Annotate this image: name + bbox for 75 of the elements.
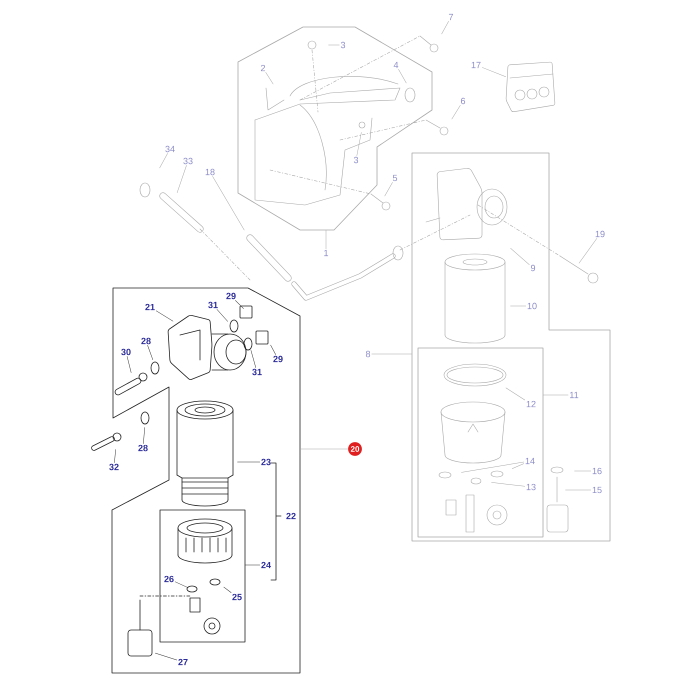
leader-line: [156, 310, 174, 322]
callout-number: 28: [138, 444, 148, 452]
leader-line: [461, 462, 524, 473]
leader-line: [212, 176, 244, 230]
leader-line: [512, 463, 524, 469]
leader-line: [126, 356, 132, 373]
leader-line: [147, 345, 154, 360]
leader-line: [482, 67, 506, 77]
leader-line: [216, 309, 228, 322]
leader-line: [143, 427, 145, 444]
leader-line: [384, 182, 393, 196]
callout-number: 2: [260, 64, 266, 72]
leader-line: [235, 300, 244, 309]
leader-line: [250, 350, 256, 368]
callout-number: 32: [109, 464, 119, 470]
callout-number: 22: [286, 512, 296, 520]
callout-number: 31: [252, 368, 262, 376]
callout-number: 8: [366, 350, 370, 358]
leader-line: [266, 72, 274, 84]
frame: [412, 152, 610, 542]
frame: [418, 348, 544, 538]
callout-number: 6: [460, 98, 466, 104]
callout-number: 1: [324, 250, 328, 256]
callout-number: 21: [145, 304, 155, 310]
callout-number: 29: [226, 292, 236, 300]
frame: [160, 510, 246, 642]
leader-line: [356, 132, 362, 156]
callout-number: 3: [340, 42, 346, 48]
leader-line: [574, 470, 592, 472]
callout-number: 17: [472, 62, 481, 68]
callout-number: 7: [448, 14, 454, 20]
leader-line: [300, 448, 348, 450]
callout-number: 15: [592, 486, 602, 494]
frame: [238, 26, 432, 230]
leader-line: [224, 586, 232, 593]
callout-badge: 20: [348, 442, 362, 456]
callout-number: 16: [592, 468, 602, 474]
callout-number: 10: [528, 302, 537, 310]
leader-line: [328, 44, 340, 46]
leader-line: [244, 564, 260, 566]
callout-number: 24: [261, 562, 271, 568]
callout-number: 13: [526, 484, 536, 490]
callout-number: 28: [141, 338, 151, 344]
leader-line: [542, 394, 568, 396]
callout-number: 33: [183, 158, 193, 164]
leader-line: [176, 165, 187, 193]
callout-number: 5: [392, 174, 398, 182]
leader-line: [510, 248, 530, 265]
callout-number: 11: [570, 392, 578, 398]
callout-number: 4: [394, 62, 398, 68]
leader-line: [174, 582, 188, 588]
leader-line: [452, 105, 461, 120]
callout-number: 34: [165, 146, 175, 152]
leader-line: [114, 449, 116, 463]
leader-line: [441, 21, 449, 34]
callout-number: 19: [596, 230, 605, 238]
callout-number: 3: [354, 156, 358, 164]
leader-line: [506, 388, 526, 400]
callout-number: 27: [178, 658, 188, 666]
callout-number: 26: [164, 576, 174, 582]
leader-line: [159, 153, 168, 168]
leader-line: [578, 238, 598, 264]
leader-line: [270, 344, 276, 355]
callout-number: 25: [232, 594, 242, 600]
callout-number: 30: [121, 348, 131, 356]
callout-number: 31: [208, 302, 218, 308]
leader-line: [398, 69, 407, 84]
callout-number: 23: [261, 458, 271, 466]
leader-line: [491, 482, 526, 487]
callout-number: 12: [526, 400, 536, 408]
leader-line: [155, 652, 178, 660]
callout-number: 18: [206, 168, 215, 176]
callout-number: 14: [526, 458, 535, 464]
callout-number: 29: [273, 356, 283, 362]
callout-number: 9: [530, 264, 536, 272]
